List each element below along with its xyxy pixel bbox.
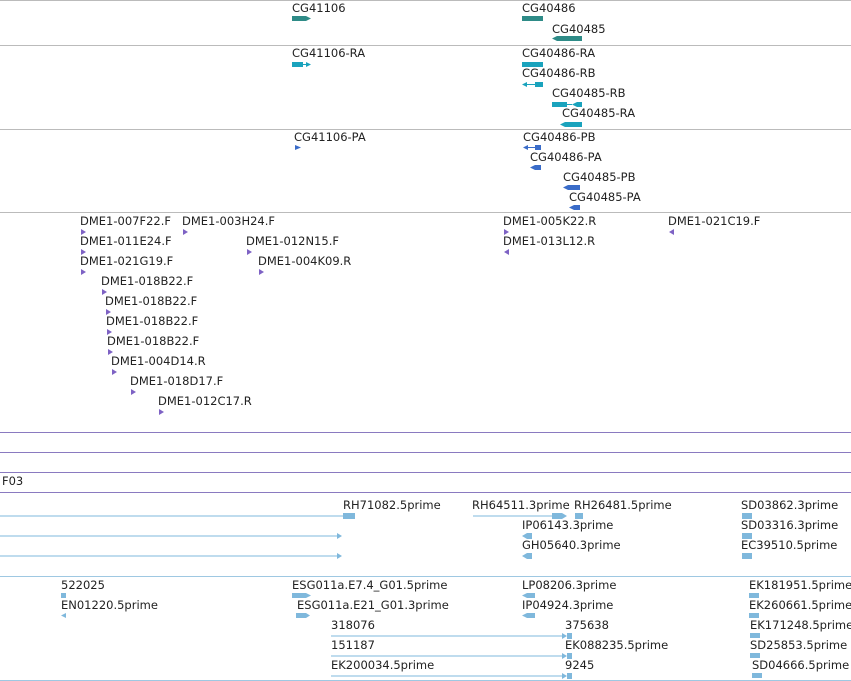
track-divider-4 [0,492,851,493]
track-divider-genes [0,45,851,46]
est-label[interactable]: SD04666.5prime [752,658,850,672]
bac-end-label[interactable]: DME1-011E24.F [80,234,172,248]
bac-end-label[interactable]: DME1-003H24.F [182,214,276,228]
est-label[interactable]: 375638 [565,618,609,632]
track-divider-3 [0,472,851,473]
track-divider-transcripts [0,129,851,130]
transcript-glyph-cg40485-rb[interactable] [552,102,582,107]
est-label[interactable]: EN01220.5prime [61,598,158,612]
est-label[interactable]: RH71082.5prime [343,498,441,512]
gene-label-cg40485[interactable]: CG40485 [552,22,606,36]
est-label[interactable]: RH26481.5prime [574,498,672,512]
est-label[interactable]: 151187 [331,638,375,652]
protein-label-cg40485-pa[interactable]: CG40485-PA [569,190,641,204]
est-label[interactable]: ESG011a.E21_G01.3prime [297,598,449,612]
est-label[interactable]: SD25853.5prime [750,638,848,652]
transcript-glyph-cg40486-ra[interactable] [522,62,543,67]
bac-end-label[interactable]: DME1-005K22.R [503,214,597,228]
transcript-label-cg40486-ra[interactable]: CG40486-RA [522,46,596,60]
est-label[interactable]: IP04924.3prime [522,598,614,612]
protein-glyph-cg40486-pa[interactable] [530,165,541,170]
est-label[interactable]: LP08206.3prime [522,578,617,592]
est-label[interactable]: GH05640.3prime [522,538,621,552]
est-label[interactable]: EK181951.5prime [749,578,851,592]
bac-end-label[interactable]: DME1-021G19.F [80,254,174,268]
est-label[interactable]: EK171248.5prime [750,618,851,632]
est-label[interactable]: 318076 [331,618,375,632]
track-divider-est-a [0,576,851,577]
bac-end-label[interactable]: DME1-013L12.R [503,234,596,248]
protein-label-cg40485-pb[interactable]: CG40485-PB [563,170,636,184]
transcript-glyph-cg40485-ra[interactable] [560,122,582,127]
est-label[interactable]: RH64511.3prime [472,498,570,512]
track-divider-2 [0,452,851,453]
est-label[interactable]: 522025 [61,578,105,592]
track-divider-top [0,0,851,1]
bac-end-label[interactable]: DME1-012N15.F [246,234,339,248]
bac-end-label[interactable]: DME1-018B22.F [107,334,200,348]
bac-end-label[interactable]: DME1-018B22.F [105,294,198,308]
est-a-glyphs[interactable] [0,513,752,559]
partial-feature-label[interactable]: F03 [2,474,24,488]
protein-glyph-cg41106-pa[interactable] [295,145,301,150]
protein-label-cg40486-pb[interactable]: CG40486-PB [523,130,596,144]
transcript-label-cg40486-rb[interactable]: CG40486-RB [522,66,596,80]
protein-glyph-cg40486-pb[interactable] [523,145,541,150]
track-divider-proteins [0,212,851,213]
gene-glyph-cg40486[interactable] [522,16,543,21]
protein-label-cg41106-pa[interactable]: CG41106-PA [294,130,366,144]
bac-end-label[interactable]: DME1-018B22.F [106,314,199,328]
est-label[interactable]: EK088235.5prime [565,638,669,652]
bac-end-label[interactable]: DME1-018B22.F [101,274,194,288]
gene-glyph-cg40485[interactable] [552,36,582,41]
bac-end-label[interactable]: DME1-004D14.R [111,354,206,368]
transcript-glyph-cg40486-rb[interactable] [522,82,543,87]
track-divider-bac [0,432,851,433]
bac-end-label[interactable]: DME1-007F22.F [80,214,171,228]
bac-end-label[interactable]: DME1-018D17.F [130,374,224,388]
gene-label-cg40486[interactable]: CG40486 [522,1,576,15]
est-label[interactable]: EK260661.5prime [749,598,851,612]
transcript-label-cg40485-ra[interactable]: CG40485-RA [562,106,636,120]
transcript-label-cg41106-ra[interactable]: CG41106-RA [292,46,366,60]
bac-end-label[interactable]: DME1-012C17.R [158,394,252,408]
est-b-glyphs[interactable] [61,593,762,679]
transcript-glyph-cg41106-ra[interactable] [292,62,311,67]
est-label[interactable]: ESG011a.E7.4_G01.5prime [292,578,448,592]
est-label[interactable]: IP06143.3prime [522,518,614,532]
gene-label-cg41106[interactable]: CG41106 [292,1,346,15]
protein-glyph-cg40485-pb[interactable] [563,185,580,190]
est-label[interactable]: SD03862.3prime [741,498,839,512]
gene-glyph-cg41106[interactable] [292,16,311,21]
bac-end-glyphs[interactable] [81,229,674,415]
bac-end-label[interactable]: DME1-021C19.F [668,214,761,228]
est-label[interactable]: EK200034.5prime [331,658,435,672]
est-label[interactable]: 9245 [565,658,595,672]
protein-label-cg40486-pa[interactable]: CG40486-PA [530,150,602,164]
protein-glyph-cg40485-pa[interactable] [569,205,580,210]
bac-end-label[interactable]: DME1-004K09.R [258,254,352,268]
transcript-label-cg40485-rb[interactable]: CG40485-RB [552,86,626,100]
est-label[interactable]: SD03316.3prime [741,518,839,532]
est-label[interactable]: EC39510.5prime [741,538,838,552]
